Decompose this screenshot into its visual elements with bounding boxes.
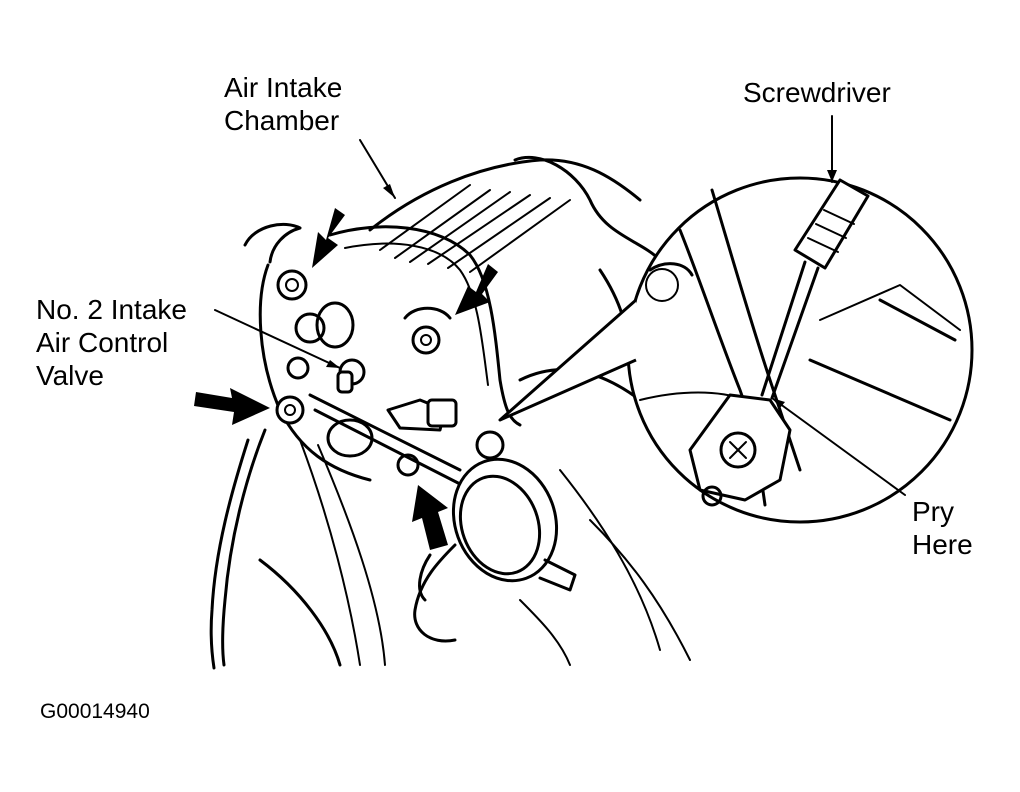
label-pry-here: Pry Here bbox=[912, 495, 973, 561]
label-valve-line1: No. 2 Intake bbox=[36, 294, 187, 325]
label-valve-line2: Air Control bbox=[36, 327, 169, 358]
engine-body bbox=[209, 155, 691, 670]
label-screwdriver: Screwdriver bbox=[743, 76, 891, 109]
label-air-intake-chamber-line1: Air Intake bbox=[224, 72, 343, 103]
leader-lines bbox=[214, 115, 906, 496]
arrow-left bbox=[194, 388, 270, 425]
arrow-bottom bbox=[412, 485, 448, 550]
label-valve-line3: Valve bbox=[36, 360, 104, 391]
label-intake-air-control-valve: No. 2 Intake Air Control Valve bbox=[36, 293, 187, 392]
label-pry-here-line2: Here bbox=[912, 529, 973, 560]
arrow-top-left bbox=[312, 208, 345, 268]
label-air-intake-chamber: Air Intake Chamber bbox=[224, 71, 342, 137]
label-air-intake-chamber-line2: Chamber bbox=[224, 105, 340, 136]
detail-inset bbox=[498, 176, 974, 524]
bolt-location-arrows bbox=[194, 208, 498, 550]
arrow-top-right bbox=[455, 264, 498, 315]
label-screwdriver-text: Screwdriver bbox=[743, 77, 891, 108]
figure-code: G00014940 bbox=[40, 700, 150, 723]
label-pry-here-line1: Pry bbox=[912, 496, 954, 527]
